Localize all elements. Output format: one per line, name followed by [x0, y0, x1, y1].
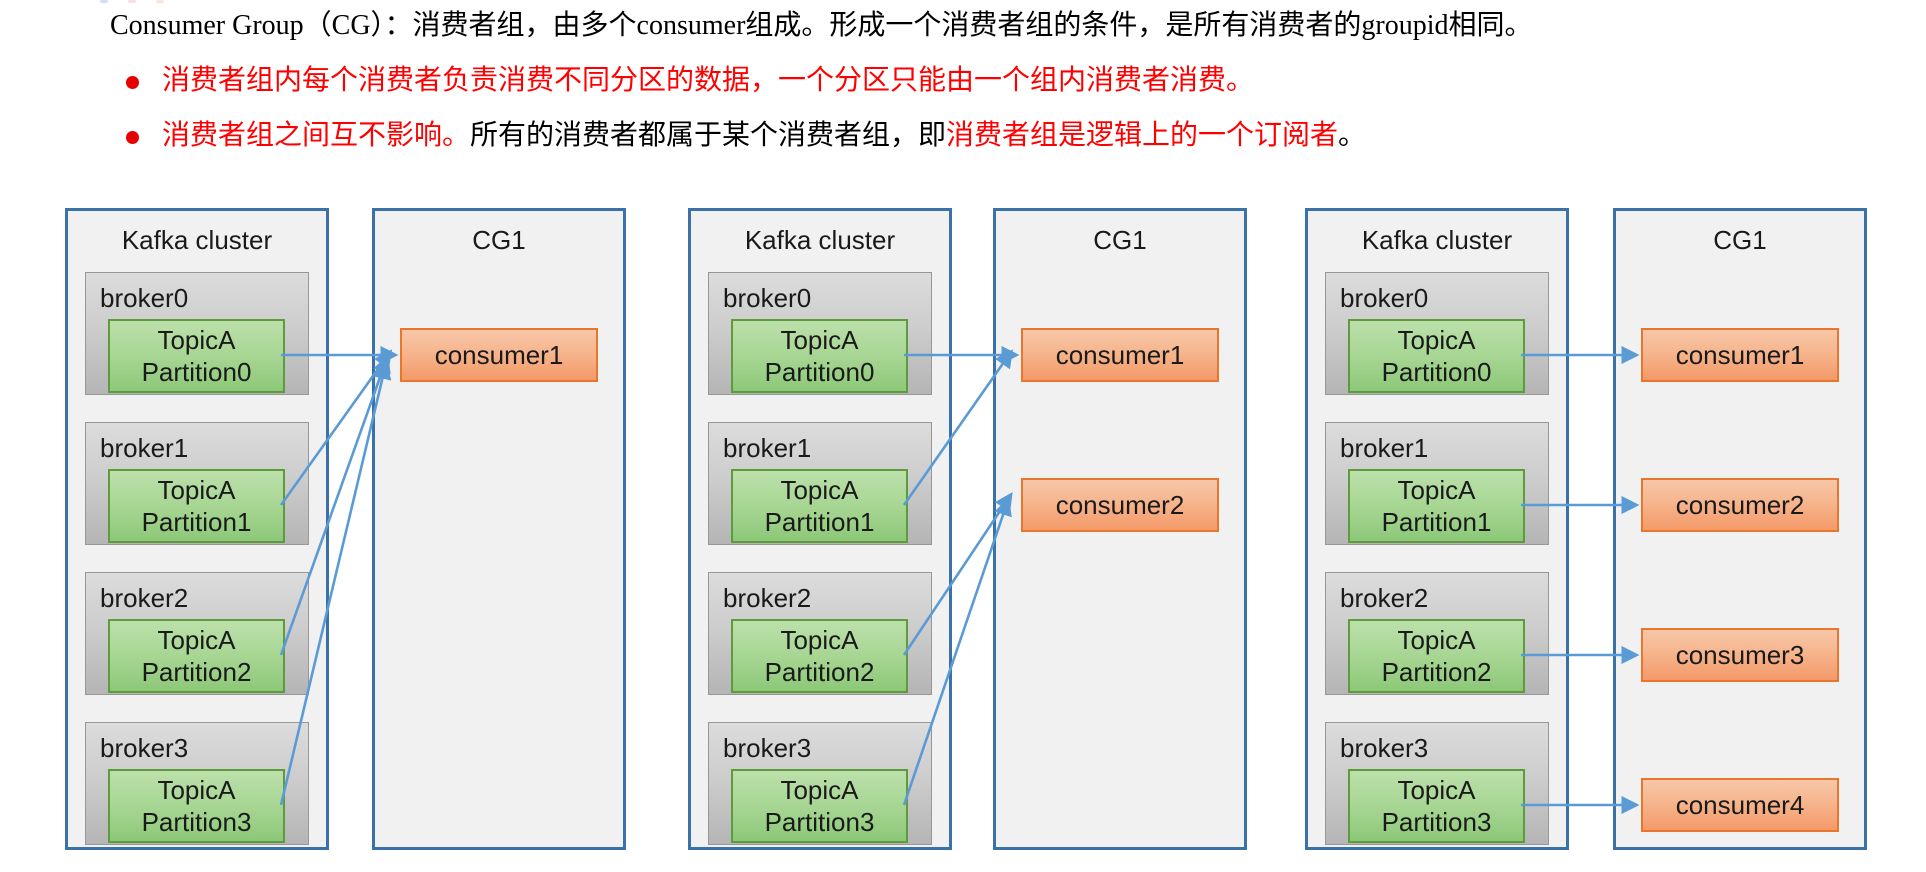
consumer-label: consumer4	[1675, 789, 1805, 820]
consumer-label: consumer2	[1675, 489, 1805, 520]
partition-topic-label: TopicA	[157, 325, 236, 355]
consumer-box: consumer1	[1021, 328, 1219, 382]
broker-label: broker1	[723, 433, 812, 463]
consumer-group-title: CG1	[1713, 225, 1767, 255]
partition-topic-label: TopicA	[780, 625, 859, 655]
broker-label: broker3	[100, 733, 189, 763]
bullet-text: 消费者组之间互不影响。所有的消费者都属于某个消费者组，即消费者组是逻辑上的一个订…	[162, 117, 1366, 155]
broker-label: broker0	[1340, 283, 1429, 313]
screen-edge-artifact	[0, 0, 220, 4]
partition-topic-label: TopicA	[780, 325, 859, 355]
partition-topic-label: TopicA	[157, 775, 236, 805]
bullet-segment: 所有的消费者都属于某个消费者组，即	[470, 120, 947, 151]
broker-label: broker0	[723, 283, 812, 313]
bullet-segment: 消费者组是逻辑上的一个订阅者	[946, 120, 1339, 151]
partition-topic-label: TopicA	[157, 475, 236, 505]
bullet-dot-icon	[126, 76, 139, 89]
broker-label: broker1	[1340, 433, 1429, 463]
broker-label: broker3	[1340, 733, 1429, 763]
consumer-box: consumer1	[1641, 328, 1839, 382]
partition-name-label: Partition3	[141, 807, 252, 837]
partition-topic-label: TopicA	[780, 775, 859, 805]
consumer-box: consumer2	[1641, 478, 1839, 532]
partition-name-label: Partition1	[141, 507, 252, 537]
partition-name-label: Partition3	[1381, 807, 1492, 837]
partition-topic-label: TopicA	[1397, 325, 1476, 355]
partition-name-label: Partition1	[1381, 507, 1492, 537]
partition-name-label: Partition2	[764, 657, 875, 687]
partition-topic-label: TopicA	[780, 475, 859, 505]
broker-label: broker2	[100, 583, 189, 613]
kafka-cluster-title: Kafka cluster	[121, 225, 273, 255]
consumer-group-box: CG1 consumer1 consumer2	[993, 208, 1247, 850]
partition-topic-label: TopicA	[157, 625, 236, 655]
broker-label: broker2	[723, 583, 812, 613]
partition-name-label: Partition0	[764, 357, 875, 387]
partition-name-label: Partition1	[764, 507, 875, 537]
consumer-group-title: CG1	[1093, 225, 1147, 255]
partition-name-label: Partition2	[1381, 657, 1492, 687]
partition-name-label: Partition0	[141, 357, 252, 387]
bullet-segment: 消费者组之间互不影响。	[162, 120, 471, 151]
broker-label: broker1	[100, 433, 189, 463]
consumer-group-box: CG1 consumer1	[372, 208, 626, 850]
bullet-text: 消费者组内每个消费者负责消费不同分区的数据，一个分区只能由一个组内消费者消费。	[162, 62, 1254, 100]
bullet-dot-icon	[126, 131, 139, 144]
intro-text: Consumer Group（CG）：消费者组，由多个consumer组成。形成…	[110, 10, 1533, 41]
consumer-box: consumer2	[1021, 478, 1219, 532]
consumer-label: consumer2	[1055, 489, 1185, 520]
broker-label: broker2	[1340, 583, 1429, 613]
bullet-segment: 。	[1338, 120, 1367, 151]
partition-name-label: Partition0	[1381, 357, 1492, 387]
consumer-label: consumer1	[1055, 339, 1185, 370]
consumer-box: consumer1	[400, 328, 598, 382]
consumer-group-box: CG1 consumer1 consumer2 consumer3 consumer4	[1613, 208, 1867, 850]
consumer-box: consumer3	[1641, 628, 1839, 682]
consumer-label: consumer1	[434, 339, 564, 370]
partition-name-label: Partition3	[764, 807, 875, 837]
partition-topic-label: TopicA	[1397, 475, 1476, 505]
consumer-group-title: CG1	[472, 225, 526, 255]
consumer-label: consumer3	[1675, 639, 1805, 670]
bullet-segment: 消费者组内每个消费者负责消费不同分区的数据，一个分区只能由一个组内消费者消费。	[162, 65, 1255, 96]
broker-label: broker3	[723, 733, 812, 763]
consumer-box: consumer4	[1641, 778, 1839, 832]
partition-topic-label: TopicA	[1397, 625, 1476, 655]
partition-topic-label: TopicA	[1397, 775, 1476, 805]
consumer-label: consumer1	[1675, 339, 1805, 370]
broker-label: broker0	[100, 283, 189, 313]
kafka-cluster-title: Kafka cluster	[744, 225, 896, 255]
partition-name-label: Partition2	[141, 657, 252, 687]
kafka-cluster-title: Kafka cluster	[1361, 225, 1513, 255]
